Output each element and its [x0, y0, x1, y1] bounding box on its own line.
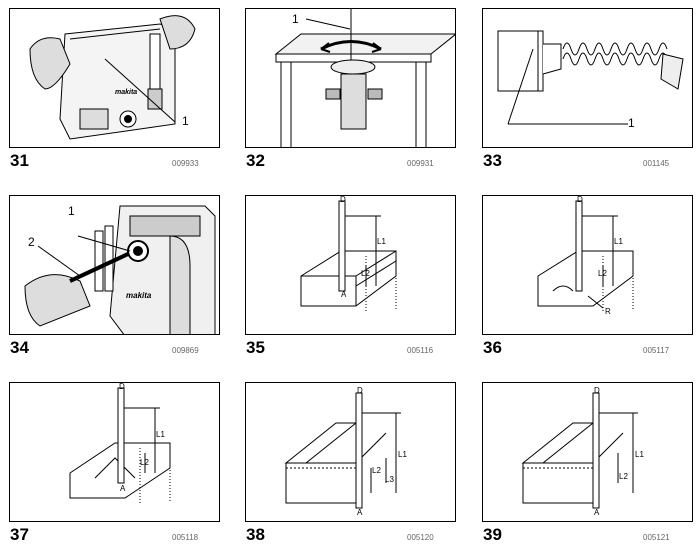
figure-32-panel: 1 — [245, 8, 456, 148]
figure-code: 009931 — [407, 159, 434, 168]
figure-code: 009869 — [172, 346, 199, 355]
brush-holder-illustration: makita — [24, 205, 216, 334]
bit-dimension-illustration — [537, 200, 634, 311]
dim-label: D — [577, 195, 583, 204]
dim-label: L1 — [635, 450, 644, 459]
brand-logo: makita — [115, 89, 137, 96]
figure-number: 38 — [246, 525, 265, 544]
callout-2: 2 — [28, 235, 35, 249]
dim-label: D — [594, 386, 600, 395]
figure-35-panel: D L1 L2 A — [245, 195, 456, 335]
dim-label: L1 — [156, 430, 165, 439]
callout-1: 1 — [182, 114, 189, 128]
dim-label: L3 — [385, 475, 394, 484]
figure-number: 32 — [246, 151, 265, 170]
bit-dimension-illustration — [521, 392, 638, 509]
figure-33-panel: 1 — [482, 8, 693, 148]
dim-label: L1 — [614, 237, 623, 246]
callout-1: 1 — [628, 116, 635, 130]
figure-code: 001145 — [643, 159, 670, 168]
dim-label: A — [357, 508, 363, 517]
figure-code: 009933 — [172, 159, 199, 168]
dim-label: A — [341, 290, 347, 299]
dim-label: D — [340, 195, 346, 204]
figure-number: 33 — [483, 151, 502, 170]
figure-number: 35 — [246, 338, 265, 357]
bit-dimension-illustration — [300, 200, 397, 311]
figure-38-panel: D L1 L2 L3 A — [245, 382, 456, 522]
figure-code: 005121 — [643, 533, 670, 542]
figure-number: 31 — [10, 151, 29, 170]
carbon-brush-illustration — [497, 30, 684, 125]
figure-31-panel: makita 1 — [9, 8, 220, 148]
figure-number: 34 — [10, 338, 29, 357]
dim-label: L2 — [598, 269, 607, 278]
dim-label: D — [357, 386, 363, 395]
bit-dimension-illustration — [69, 387, 171, 503]
router-illustration: makita — [29, 15, 196, 140]
dim-label: A — [120, 484, 126, 493]
figure-number: 39 — [483, 525, 502, 544]
callout-1: 1 — [68, 204, 75, 218]
figure-code: 005120 — [407, 533, 434, 542]
dim-label: L2 — [361, 269, 370, 278]
figure-number: 37 — [10, 525, 29, 544]
figure-code: 005116 — [407, 346, 434, 355]
figure-39-panel: D L1 L2 A — [482, 382, 693, 522]
dim-label: L2 — [619, 472, 628, 481]
dim-label: L1 — [377, 237, 386, 246]
figure-number: 36 — [483, 338, 502, 357]
figure-37-panel: D L1 L2 A — [9, 382, 220, 522]
figure-34-panel: makita 1 2 — [9, 195, 220, 335]
dim-label: D — [119, 382, 125, 391]
callout-1: 1 — [292, 12, 299, 26]
dim-label: L2 — [372, 466, 381, 475]
bit-dimension-illustration — [284, 392, 401, 509]
figure-code: 005118 — [172, 533, 199, 542]
dim-label: L1 — [398, 450, 407, 459]
dim-label: R — [605, 307, 611, 316]
brand-logo: makita — [126, 291, 152, 300]
figure-36-panel: D L1 L2 R — [482, 195, 693, 335]
router-table-illustration — [274, 9, 455, 147]
dim-label: A — [594, 508, 600, 517]
figure-code: 005117 — [643, 346, 670, 355]
dim-label: L2 — [140, 458, 149, 467]
